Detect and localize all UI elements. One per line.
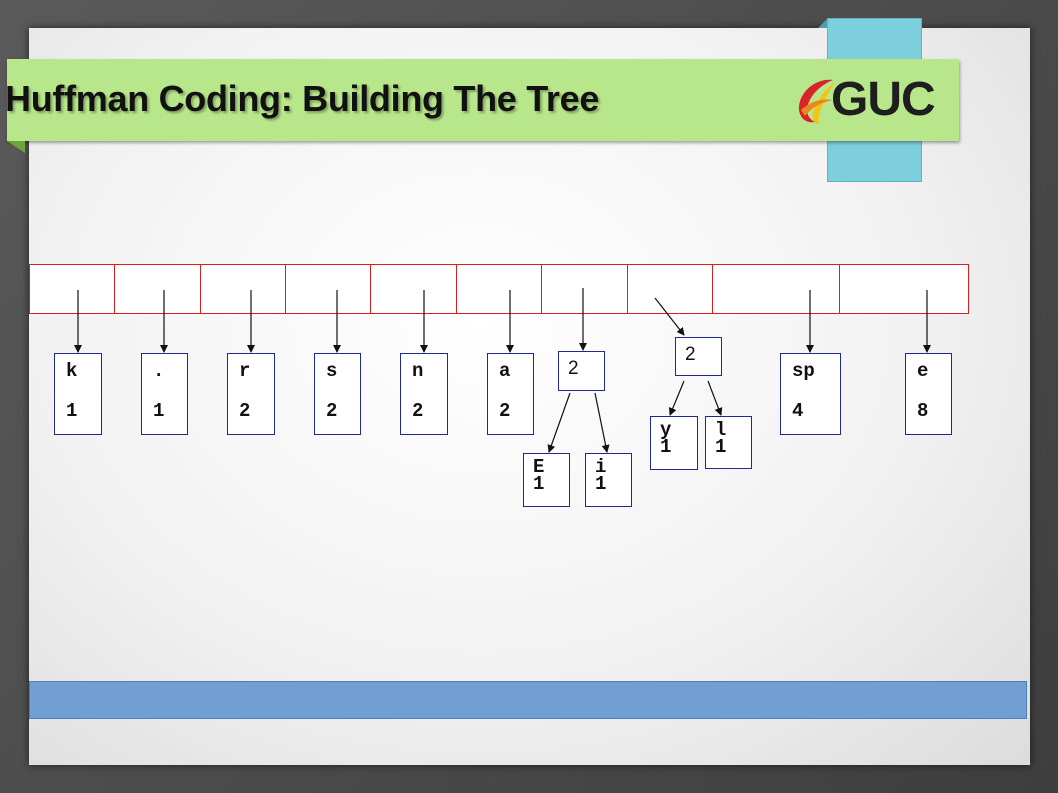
leaf-symbol: i xyxy=(595,456,607,478)
leaf-node-y: y 1 xyxy=(650,416,698,470)
leaf-node-n: n 2 xyxy=(400,353,448,435)
queue-cell xyxy=(30,265,115,313)
title-band xyxy=(7,59,959,141)
queue-cell xyxy=(542,265,628,313)
footer-bar xyxy=(29,681,1027,719)
leaf-symbol: a xyxy=(499,360,511,382)
leaf-symbol: r xyxy=(239,360,251,382)
queue-cell xyxy=(713,265,841,313)
leaf-frequency: 2 xyxy=(499,400,511,422)
internal-node-yl: 2 xyxy=(675,337,722,376)
title-band-fold xyxy=(7,141,25,153)
leaf-symbol: n xyxy=(412,360,424,382)
tree-edge-arrow xyxy=(668,380,685,416)
leaf-node-i: i 1 xyxy=(585,453,632,507)
leaf-frequency: 8 xyxy=(917,400,929,422)
slide-title: Huffman Coding: Building The Tree xyxy=(5,78,600,119)
tree-edge-arrow xyxy=(707,380,723,416)
leaf-symbol: sp xyxy=(792,360,815,382)
tree-edge-arrow xyxy=(547,392,571,453)
leaf-frequency: 1 xyxy=(66,400,78,422)
leaf-node-e: e 8 xyxy=(905,353,952,435)
leaf-symbol: E xyxy=(533,456,545,478)
leaf-node-E: E 1 xyxy=(523,453,570,507)
internal-node-ei: 2 xyxy=(558,351,605,391)
leaf-node-a: a 2 xyxy=(487,353,534,435)
queue-cell xyxy=(115,265,201,313)
internal-node-weight: 2 xyxy=(568,358,579,379)
leaf-frequency: 2 xyxy=(412,400,424,422)
tree-edge-arrow xyxy=(594,392,610,453)
leaf-symbol: l xyxy=(715,419,727,441)
leaf-frequency: 4 xyxy=(792,400,804,422)
leaf-symbol: . xyxy=(153,360,165,382)
internal-node-weight: 2 xyxy=(685,344,696,365)
leaf-node-dot: . 1 xyxy=(141,353,188,435)
queue-cell xyxy=(628,265,713,313)
guc-logo: GUC xyxy=(795,72,955,130)
queue-cell xyxy=(201,265,287,313)
leaf-symbol: s xyxy=(326,360,338,382)
leaf-frequency: 1 xyxy=(660,436,672,458)
leaf-frequency: 1 xyxy=(595,473,607,495)
leaf-node-sp: sp 4 xyxy=(780,353,841,435)
queue-cell xyxy=(457,265,542,313)
leaf-symbol: k xyxy=(66,360,78,382)
leaf-node-l: l 1 xyxy=(705,416,752,469)
queue-cell xyxy=(286,265,372,313)
leaf-symbol: y xyxy=(660,419,672,441)
leaf-frequency: 2 xyxy=(239,400,251,422)
leaf-frequency: 1 xyxy=(715,436,727,458)
leaf-node-r: r 2 xyxy=(227,353,275,435)
logo-text: GUC xyxy=(831,73,936,126)
leaf-node-k: k 1 xyxy=(54,353,102,435)
leaf-node-s: s 2 xyxy=(314,353,361,435)
queue-cell xyxy=(371,265,458,313)
accent-tab-notch xyxy=(818,18,828,28)
guc-logo-icon xyxy=(798,79,835,124)
leaf-frequency: 2 xyxy=(326,400,338,422)
leaf-frequency: 1 xyxy=(153,400,165,422)
leaf-frequency: 1 xyxy=(533,473,545,495)
queue-pointer-arrow xyxy=(654,297,685,336)
priority-queue-array xyxy=(29,264,969,314)
leaf-symbol: e xyxy=(917,360,929,382)
